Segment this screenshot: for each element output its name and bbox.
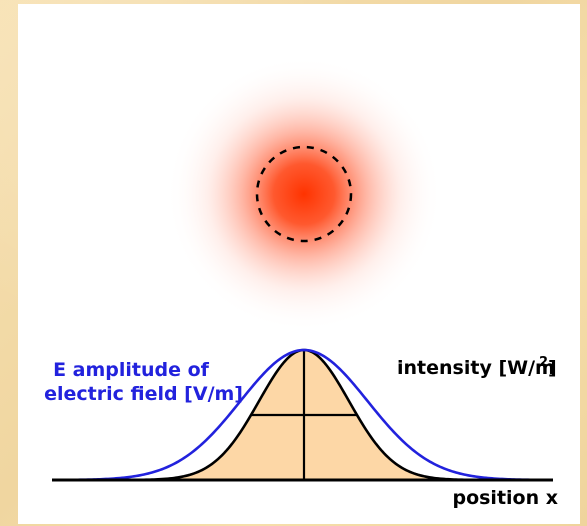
e-amplitude-label-line1: E amplitude of bbox=[53, 359, 210, 381]
intensity-exponent: 2 bbox=[539, 355, 548, 370]
beam-waist-circle bbox=[255, 145, 353, 243]
intensity-label: intensity [W/m bbox=[397, 357, 555, 379]
beam-spot bbox=[166, 56, 442, 332]
e-amplitude-label-line2: electric field [V/m] bbox=[44, 383, 243, 405]
electric-field-curve bbox=[51, 348, 552, 482]
intensity-label-close: ] bbox=[548, 357, 557, 379]
position-axis-label: position x bbox=[452, 487, 558, 509]
